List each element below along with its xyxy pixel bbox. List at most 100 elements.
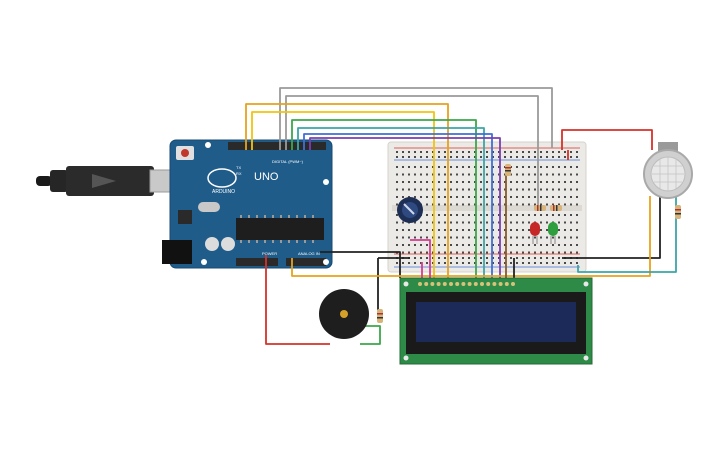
breadboard-hole[interactable]	[444, 166, 446, 168]
breadboard-hole[interactable]	[474, 221, 476, 224]
breadboard-hole[interactable]	[558, 181, 560, 183]
breadboard-hole[interactable]	[444, 156, 446, 158]
breadboard-hole[interactable]	[438, 166, 440, 168]
breadboard-hole[interactable]	[510, 173, 512, 176]
breadboard-hole[interactable]	[528, 156, 530, 158]
breadboard-hole[interactable]	[444, 257, 446, 259]
breadboard-hole[interactable]	[420, 188, 422, 191]
breadboard-hole[interactable]	[432, 166, 434, 168]
power-jack[interactable]	[162, 240, 192, 264]
breadboard-hole[interactable]	[414, 156, 416, 158]
breadboard-hole[interactable]	[558, 203, 560, 206]
breadboard-hole[interactable]	[570, 173, 572, 176]
breadboard-hole[interactable]	[414, 244, 416, 246]
breadboard-hole[interactable]	[426, 214, 428, 216]
breadboard-hole[interactable]	[498, 236, 500, 239]
breadboard-hole[interactable]	[444, 236, 446, 239]
breadboard-hole[interactable]	[516, 203, 518, 206]
breadboard-hole[interactable]	[510, 257, 512, 259]
breadboard-hole[interactable]	[522, 196, 524, 198]
breadboard-hole[interactable]	[462, 229, 464, 231]
breadboard-hole[interactable]	[510, 221, 512, 224]
breadboard-hole[interactable]	[468, 221, 470, 224]
lcd-pin[interactable]	[498, 282, 503, 286]
breadboard-hole[interactable]	[552, 236, 554, 239]
breadboard-hole[interactable]	[468, 181, 470, 183]
breadboard-hole[interactable]	[438, 173, 440, 176]
breadboard-hole[interactable]	[546, 151, 548, 153]
breadboard-hole[interactable]	[558, 151, 560, 153]
breadboard-hole[interactable]	[510, 151, 512, 153]
breadboard-hole[interactable]	[444, 251, 446, 254]
breadboard-hole[interactable]	[564, 173, 566, 176]
breadboard-hole[interactable]	[492, 214, 494, 216]
breadboard-hole[interactable]	[432, 151, 434, 153]
breadboard-hole[interactable]	[564, 229, 566, 231]
breadboard-hole[interactable]	[576, 156, 578, 158]
breadboard-hole[interactable]	[474, 156, 476, 158]
breadboard-hole[interactable]	[444, 203, 446, 206]
breadboard-hole[interactable]	[468, 236, 470, 239]
green-led[interactable]	[548, 222, 558, 244]
breadboard-hole[interactable]	[450, 156, 452, 158]
lcd-pin[interactable]	[461, 282, 466, 286]
breadboard-hole[interactable]	[564, 214, 566, 216]
breadboard-hole[interactable]	[462, 236, 464, 239]
breadboard-hole[interactable]	[396, 188, 398, 191]
breadboard-hole[interactable]	[450, 262, 452, 264]
breadboard-hole[interactable]	[462, 244, 464, 246]
breadboard-hole[interactable]	[522, 188, 524, 191]
lcd-pin[interactable]	[430, 282, 435, 286]
breadboard-hole[interactable]	[450, 173, 452, 176]
breadboard-hole[interactable]	[486, 244, 488, 246]
breadboard-hole[interactable]	[462, 214, 464, 216]
breadboard-hole[interactable]	[564, 262, 566, 264]
breadboard-hole[interactable]	[420, 236, 422, 239]
breadboard-hole[interactable]	[510, 262, 512, 264]
breadboard-hole[interactable]	[480, 188, 482, 191]
breadboard-hole[interactable]	[438, 236, 440, 239]
breadboard-hole[interactable]	[558, 214, 560, 216]
breadboard-hole[interactable]	[558, 196, 560, 198]
breadboard-hole[interactable]	[528, 181, 530, 183]
breadboard-hole[interactable]	[432, 221, 434, 224]
breadboard-hole[interactable]	[402, 181, 404, 183]
breadboard-hole[interactable]	[552, 196, 554, 198]
breadboard-hole[interactable]	[528, 236, 530, 239]
breadboard-hole[interactable]	[456, 214, 458, 216]
breadboard-hole[interactable]	[534, 196, 536, 198]
breadboard-hole[interactable]	[480, 244, 482, 246]
breadboard-hole[interactable]	[498, 173, 500, 176]
breadboard-hole[interactable]	[414, 229, 416, 231]
breadboard-hole[interactable]	[558, 244, 560, 246]
breadboard-hole[interactable]	[396, 236, 398, 239]
breadboard-hole[interactable]	[438, 257, 440, 259]
gas-sensor[interactable]	[643, 142, 693, 199]
breadboard-hole[interactable]	[576, 173, 578, 176]
breadboard-hole[interactable]	[558, 188, 560, 191]
breadboard-hole[interactable]	[504, 214, 506, 216]
breadboard-hole[interactable]	[564, 188, 566, 191]
breadboard-hole[interactable]	[396, 221, 398, 224]
breadboard-hole[interactable]	[474, 262, 476, 264]
breadboard-hole[interactable]	[564, 156, 566, 158]
lcd-pin[interactable]	[418, 282, 422, 286]
breadboard-hole[interactable]	[516, 151, 518, 153]
breadboard-hole[interactable]	[456, 203, 458, 206]
breadboard-hole[interactable]	[420, 262, 422, 264]
breadboard-hole[interactable]	[504, 196, 506, 198]
breadboard-hole[interactable]	[450, 203, 452, 206]
breadboard-hole[interactable]	[534, 214, 536, 216]
breadboard-hole[interactable]	[528, 214, 530, 216]
breadboard-hole[interactable]	[546, 181, 548, 183]
breadboard-hole[interactable]	[426, 251, 428, 254]
breadboard-hole[interactable]	[396, 244, 398, 246]
breadboard-hole[interactable]	[444, 221, 446, 224]
breadboard-hole[interactable]	[432, 203, 434, 206]
breadboard-hole[interactable]	[492, 262, 494, 264]
breadboard-hole[interactable]	[420, 244, 422, 246]
breadboard-hole[interactable]	[576, 229, 578, 231]
breadboard-hole[interactable]	[516, 173, 518, 176]
breadboard-hole[interactable]	[450, 166, 452, 168]
breadboard-hole[interactable]	[528, 257, 530, 259]
